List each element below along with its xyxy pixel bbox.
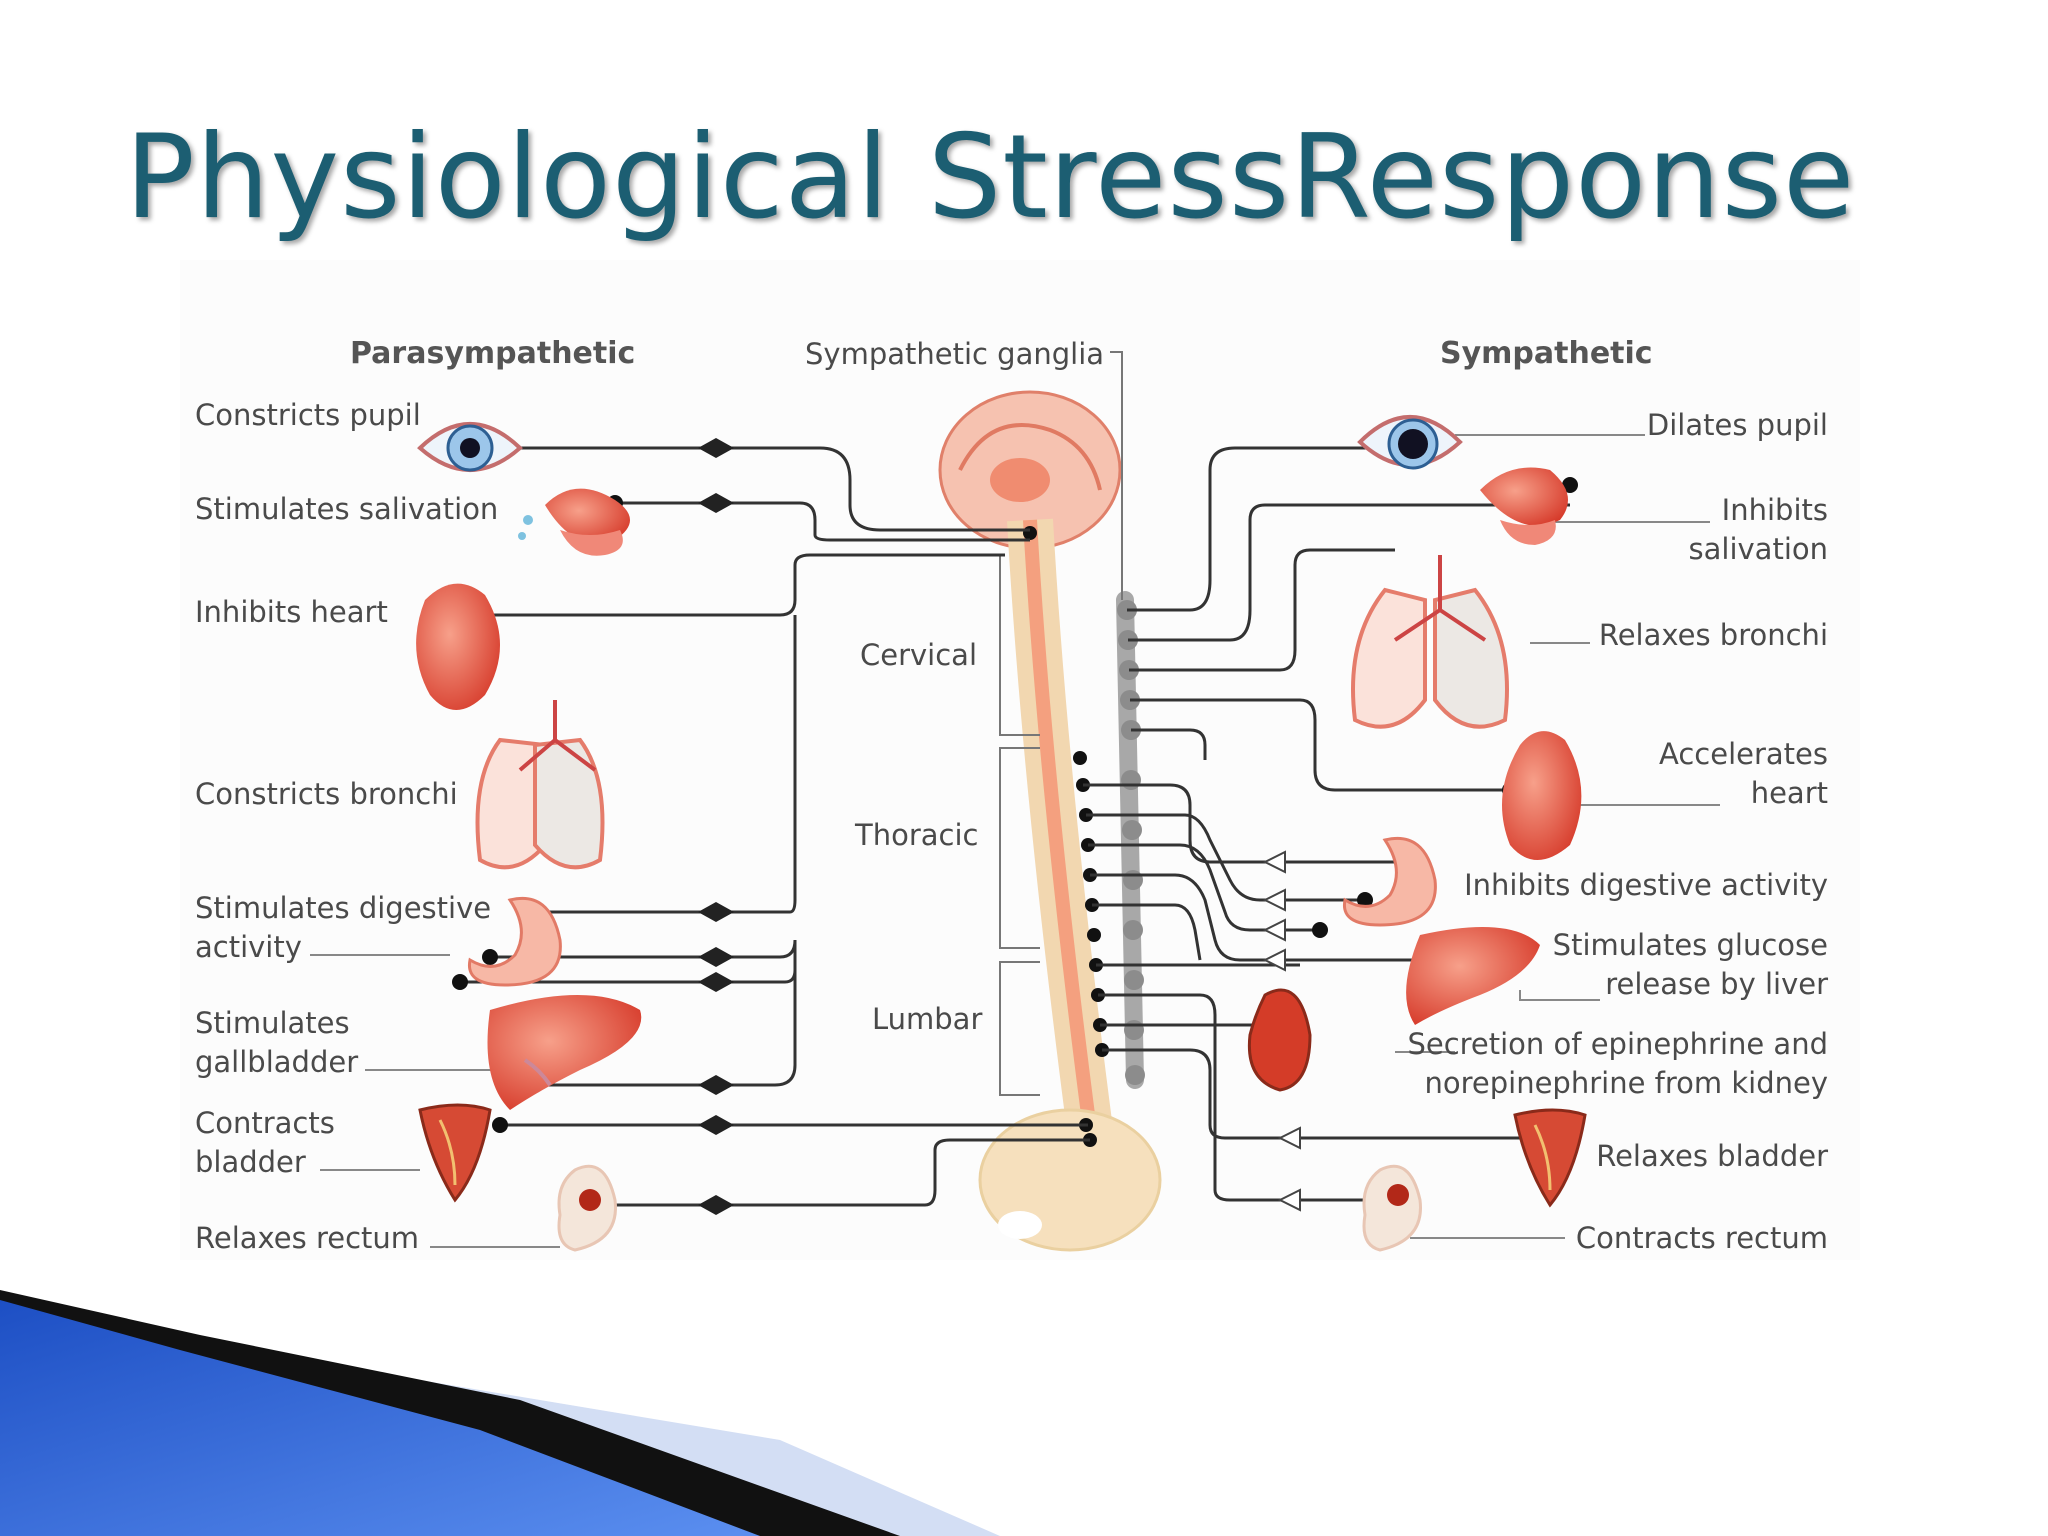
bladder-icon [1513, 1108, 1587, 1208]
para-effect-salivation: Stimulates salivation [195, 492, 499, 526]
lumbar-label: Lumbar [872, 1002, 983, 1036]
symp-effect-rectum: Contracts rectum [1575, 1221, 1828, 1255]
slide-title: Physiological StressResponse [125, 110, 1856, 245]
sympathetic-ganglia-label: Sympathetic ganglia [805, 337, 1105, 371]
heart-icon [1502, 731, 1582, 860]
heart-icon [416, 583, 500, 710]
lungs-icon [475, 700, 605, 870]
para-effect-digestive: Stimulates digestive activity [195, 891, 492, 964]
stomach-icon [1342, 836, 1437, 927]
para-effect-heart: Inhibits heart [195, 595, 388, 629]
slide-decoration-swoosh [0, 1290, 1000, 1536]
symp-effect-digestive: Inhibits digestive activity [1464, 868, 1828, 902]
stomach-icon [467, 896, 562, 987]
symp-effect-liver: Stimulates glucose release by liver [1552, 928, 1828, 1001]
parasympathetic-header: Parasympathetic [350, 336, 636, 371]
eye-icon [1357, 415, 1463, 470]
para-effect-bladder: Contracts bladder [195, 1106, 335, 1179]
para-effect-bronchi: Constricts bronchi [195, 777, 458, 811]
symp-effect-kidney: Secretion of epinephrine and norepinephr… [1407, 1027, 1828, 1100]
spinal-cord [1007, 518, 1113, 1133]
para-effect-pupil: Constricts pupil [195, 398, 421, 432]
bladder-icon [418, 1103, 492, 1203]
sympathetic-ganglia-arrows [1262, 850, 1301, 1212]
parasympathetic-nerves [460, 446, 1090, 1207]
symp-effect-bronchi: Relaxes bronchi [1598, 618, 1828, 652]
symp-effect-pupil: Dilates pupil [1646, 408, 1828, 442]
thoracic-label: Thoracic [855, 818, 979, 852]
sympathetic-nerves [1083, 446, 1570, 1202]
symp-effect-heart: Accelerates heart [1659, 737, 1828, 810]
rectum-icon [557, 1164, 617, 1252]
rectum-icon [1362, 1164, 1422, 1252]
region-brackets [999, 351, 1123, 1096]
liver-icon [1406, 927, 1540, 1025]
lungs-icon [1351, 555, 1509, 729]
salivary-gland-icon [518, 488, 630, 556]
symp-effect-salivation: Inhibits salivation [1688, 493, 1828, 566]
para-effect-gallbladder: Stimulates gallbladder [195, 1006, 359, 1079]
kidney-icon [1247, 988, 1312, 1092]
symp-effect-bladder: Relaxes bladder [1596, 1139, 1828, 1173]
brain-icon [938, 390, 1122, 550]
salivary-gland-icon [1480, 467, 1568, 545]
liver-icon [487, 995, 642, 1110]
parasympathetic-ganglia [698, 438, 734, 1215]
pelvis [978, 1108, 1162, 1252]
cervical-label: Cervical [860, 638, 978, 672]
eye-icon [417, 422, 523, 472]
sympathetic-header: Sympathetic [1440, 336, 1653, 371]
para-effect-rectum: Relaxes rectum [195, 1221, 420, 1255]
